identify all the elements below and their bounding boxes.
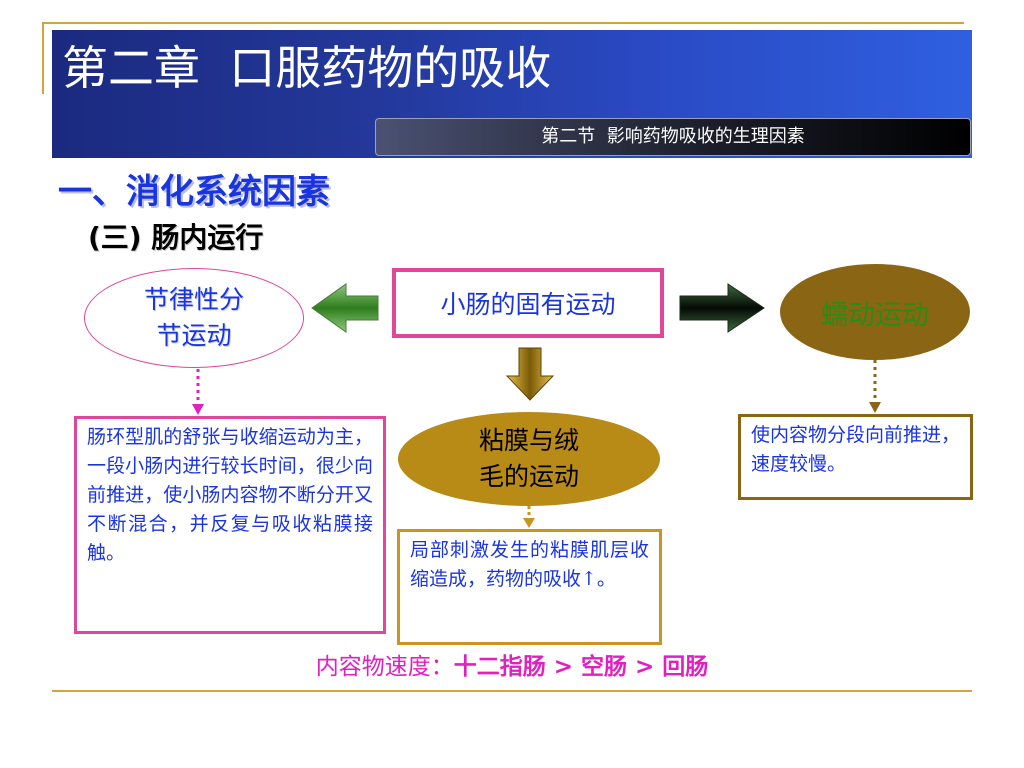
arrow-down	[505, 347, 555, 401]
content-speed-label: 内容物速度：	[315, 654, 454, 680]
arrow-right	[679, 283, 765, 333]
mucosa-villi-motion-label: 粘膜与绒 毛的运动	[478, 426, 579, 491]
segmental-motion-node: 节律性分 节运动	[84, 268, 304, 368]
left-rule	[42, 24, 44, 94]
intrinsic-motion-node: 小肠的固有运动	[392, 268, 664, 338]
bottom-rule	[52, 690, 972, 692]
top-rule	[42, 22, 964, 24]
chapter-title: 第二章 口服药物的吸收	[62, 41, 552, 95]
content-speed-value: 十二指肠 > 空肠 > 回肠	[453, 654, 709, 680]
mucosa-motion-note: 局部刺激发生的粘膜肌层收缩造成，药物的吸收↑。	[397, 529, 662, 645]
peristalsis-node: 蠕动运动	[780, 264, 970, 360]
mucosa-villi-motion-node: 粘膜与绒 毛的运动	[398, 412, 660, 506]
peristalsis-note: 使内容物分段向前推进，速度较慢。	[738, 414, 973, 500]
section-bar	[375, 118, 971, 156]
segmental-motion-label: 节律性分 节运动	[143, 285, 244, 350]
peristalsis-label: 蠕动运动	[821, 299, 929, 331]
content-speed-line: 内容物速度：十二指肠 > 空肠 > 回肠	[0, 652, 1024, 682]
segmental-motion-note: 肠环型肌的舒张与收缩运动为主，一段小肠内进行较长时间，很少向前推进，使小肠内容物…	[74, 416, 386, 634]
heading: 一、消化系统因素	[58, 172, 330, 212]
section-title: 第二节 影响药物吸收的生理因素	[541, 126, 805, 147]
subheading: (三) 肠内运行	[88, 221, 264, 254]
arrow-left	[311, 283, 379, 333]
